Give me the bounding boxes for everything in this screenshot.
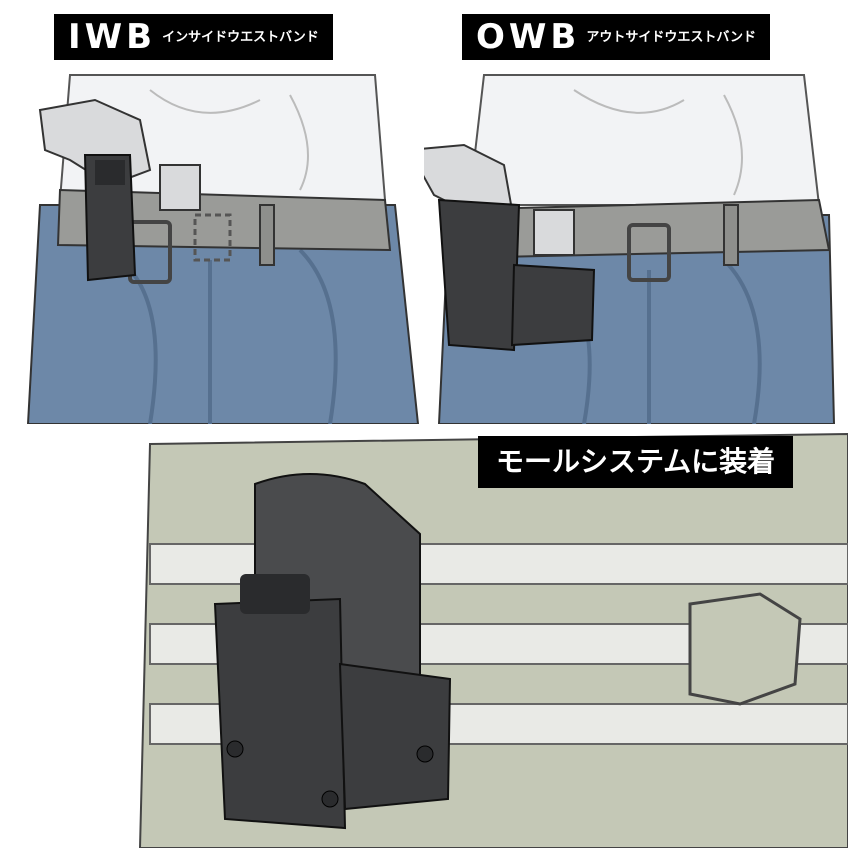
magazine-pouch <box>338 662 452 811</box>
iwb-illustration <box>26 74 420 424</box>
shirt <box>467 74 821 206</box>
belt <box>56 188 392 252</box>
iwb-illustration-panel: IWB インサイドウエストバンド <box>0 0 424 424</box>
owb-illustration <box>424 74 836 424</box>
iwb-caption: インサイドウエストバンド <box>162 29 319 45</box>
owb-label: OWB アウトサイドウエストバンド <box>462 14 770 60</box>
magazine-pouch <box>510 263 596 347</box>
owb-illustration-panel: OWB アウトサイドウエストバンド <box>424 0 848 424</box>
holster-clip <box>95 160 125 185</box>
holster-screw <box>226 740 244 758</box>
belt-loop <box>723 204 739 266</box>
molle-illustration <box>138 432 848 848</box>
molle-label: モールシステムに装着 <box>478 436 794 488</box>
belt-buckle <box>627 223 671 282</box>
owb-caption: アウトサイドウエストバンド <box>586 29 756 45</box>
spare-magazine <box>159 164 201 211</box>
iwb-label: IWB インサイドウエストバンド <box>54 14 333 60</box>
holster <box>83 154 137 282</box>
owb-code: OWB <box>476 17 581 57</box>
shirt-folds <box>573 89 743 196</box>
iwb-code: IWB <box>68 17 157 57</box>
holster-screw <box>321 790 339 808</box>
holster-screw <box>416 745 434 763</box>
molle-illustration-panel: モールシステムに装着 <box>0 424 848 848</box>
molle-caption: モールシステムに装着 <box>496 445 776 478</box>
holster-clip <box>240 574 310 614</box>
spare-magazine <box>533 209 575 256</box>
shirt-folds <box>149 89 309 191</box>
holster <box>437 198 521 352</box>
side-buckle <box>688 592 802 706</box>
belt-loop <box>259 204 275 266</box>
